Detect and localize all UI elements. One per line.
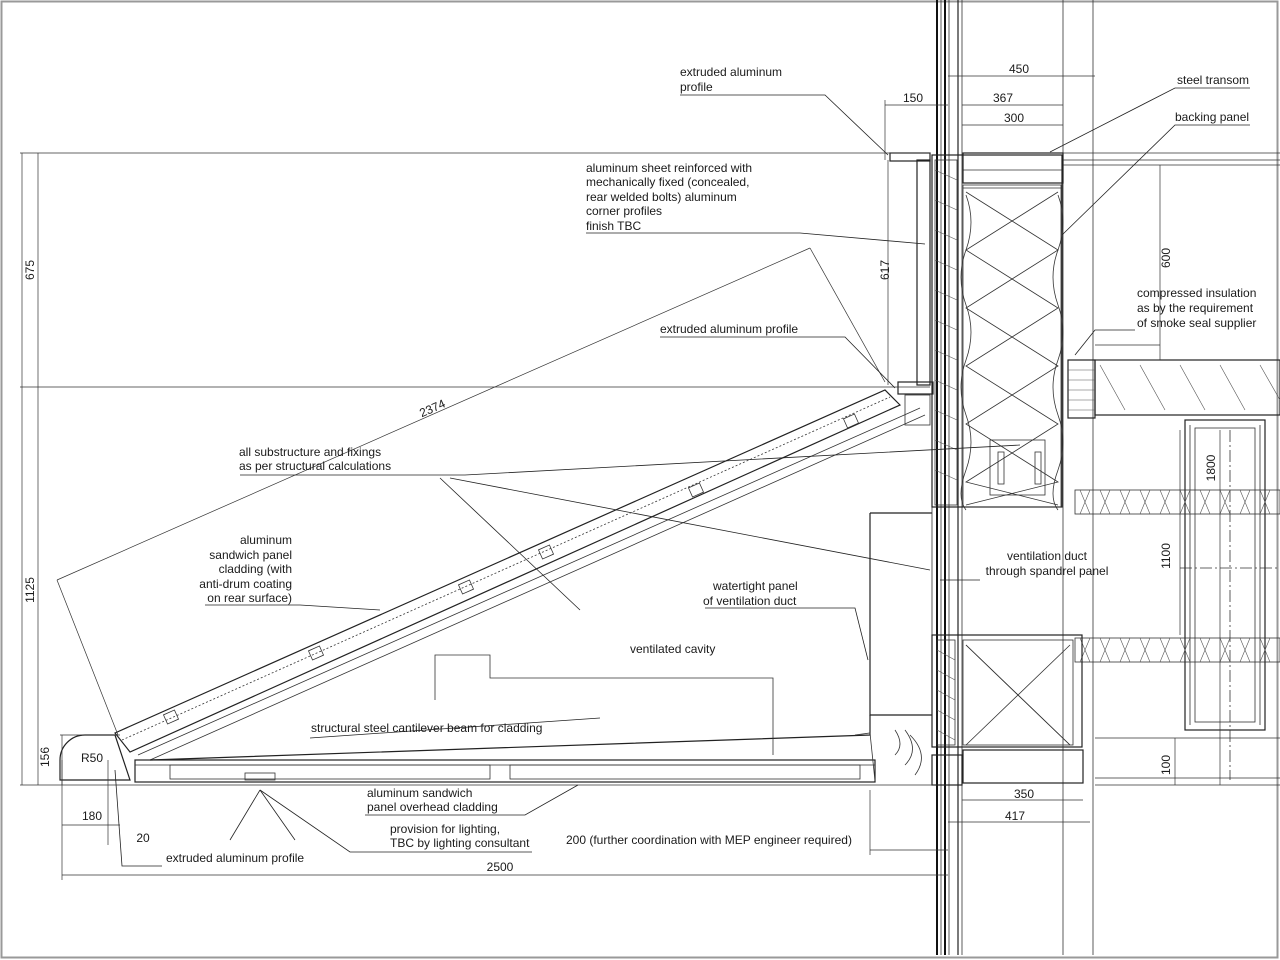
- dim-1800: 1800: [1204, 454, 1218, 481]
- annotation-aluminum-sheet: aluminum sheet reinforced with mechanica…: [586, 161, 752, 233]
- svg-text:provision for lighting,: provision for lighting,: [390, 822, 500, 836]
- dim-2500: 2500: [487, 860, 514, 874]
- svg-text:all substructure and fixings: all substructure and fixings: [239, 445, 381, 459]
- dim-675: 675: [23, 260, 37, 280]
- dim-417: 417: [1005, 809, 1025, 823]
- svg-text:sandwich panel: sandwich panel: [209, 548, 292, 562]
- dim-300: 300: [1004, 111, 1024, 125]
- annotation-extruded-profile-mid: extruded aluminum profile: [660, 322, 798, 336]
- annotation-ventilated-cavity: ventilated cavity: [630, 642, 715, 656]
- annotation-ventilation-duct: ventilation duct through spandrel panel: [986, 549, 1109, 578]
- spandrel-lower-panel: [931, 634, 1084, 786]
- svg-text:extruded aluminum: extruded aluminum: [680, 65, 782, 79]
- svg-text:through spandrel panel: through spandrel panel: [986, 564, 1109, 578]
- dim-100: 100: [1159, 755, 1173, 775]
- svg-text:panel overhead cladding: panel overhead cladding: [367, 800, 498, 814]
- annotation-overhead-cladding: aluminum sandwich panel overhead claddin…: [367, 786, 498, 814]
- svg-text:as by the requirement: as by the requirement: [1137, 301, 1254, 315]
- dim-1100: 1100: [1159, 543, 1173, 569]
- insulation-bands: [1074, 489, 1280, 663]
- airflow-arrows: [894, 729, 922, 776]
- annotation-mep-note: 200 (further coordination with MEP engin…: [566, 833, 852, 847]
- overhead-soffit: [59, 732, 876, 783]
- svg-text:aluminum sandwich: aluminum sandwich: [367, 786, 472, 800]
- annotation-sandwich-cladding: aluminum sandwich panel cladding (with a…: [199, 533, 292, 605]
- annotation-backing-panel: backing panel: [1175, 110, 1249, 124]
- annotation-cantilever-beam: structural steel cantilever beam for cla…: [311, 721, 542, 735]
- ventilation-duct: [869, 507, 933, 716]
- dim-20: 20: [136, 831, 150, 845]
- svg-text:corner profiles: corner profiles: [586, 204, 662, 218]
- dim-r50: R50: [81, 751, 103, 765]
- steel-beam-section: [1180, 419, 1280, 780]
- dim-180: 180: [82, 809, 102, 823]
- dim-2374: 2374: [417, 396, 447, 420]
- dim-1125: 1125: [23, 577, 37, 603]
- svg-text:TBC by lighting consultant: TBC by lighting consultant: [390, 836, 530, 850]
- svg-text:mechanically fixed (concealed,: mechanically fixed (concealed,: [586, 175, 749, 189]
- dimension-lines: [20, 75, 1221, 880]
- dim-450: 450: [1009, 62, 1029, 76]
- dim-156: 156: [38, 747, 52, 767]
- svg-text:compressed insulation: compressed insulation: [1137, 286, 1256, 300]
- annotation-substructure: all substructure and fixings as per stru…: [239, 445, 391, 473]
- svg-text:cladding (with: cladding (with: [219, 562, 292, 576]
- svg-text:profile: profile: [680, 80, 713, 94]
- svg-text:aluminum: aluminum: [240, 533, 292, 547]
- svg-text:on rear surface): on rear surface): [207, 591, 292, 605]
- annotation-steel-transom: steel transom: [1177, 73, 1249, 87]
- spandrel-upper-panel: [931, 154, 1064, 511]
- dim-617: 617: [878, 260, 892, 280]
- upper-vertical-cladding: [889, 152, 934, 426]
- cavity-plate: [434, 654, 774, 755]
- steel-transom: [962, 152, 1280, 184]
- dim-150: 150: [903, 91, 923, 105]
- svg-text:watertight panel: watertight panel: [712, 579, 798, 593]
- leader-lines: [114, 87, 1250, 867]
- svg-text:rear welded bolts) aluminum: rear welded bolts) aluminum: [586, 190, 737, 204]
- svg-text:finish TBC: finish TBC: [586, 219, 641, 233]
- dim-600: 600: [1159, 248, 1173, 268]
- svg-text:aluminum sheet reinforced with: aluminum sheet reinforced with: [586, 161, 752, 175]
- dim-367: 367: [993, 91, 1013, 105]
- annotation-extruded-profile-top: extruded aluminum profile: [680, 65, 782, 94]
- floor-slab: [1067, 344, 1280, 419]
- svg-text:anti-drum coating: anti-drum coating: [199, 577, 292, 591]
- annotation-compressed-insulation: compressed insulation as by the requirem…: [1137, 286, 1256, 330]
- svg-text:as per structural calculations: as per structural calculations: [239, 459, 391, 473]
- svg-text:of smoke seal supplier: of smoke seal supplier: [1137, 316, 1256, 330]
- sloped-canopy-cladding: [114, 389, 926, 761]
- svg-text:ventilation duct: ventilation duct: [1007, 549, 1088, 563]
- annotation-lighting: provision for lighting, TBC by lighting …: [390, 822, 530, 850]
- svg-text:of ventilation duct: of ventilation duct: [703, 594, 797, 608]
- annotation-extruded-profile-bottom: extruded aluminum profile: [166, 851, 304, 865]
- dim-350: 350: [1014, 787, 1034, 801]
- annotation-watertight-panel: watertight panel of ventilation duct: [703, 579, 798, 608]
